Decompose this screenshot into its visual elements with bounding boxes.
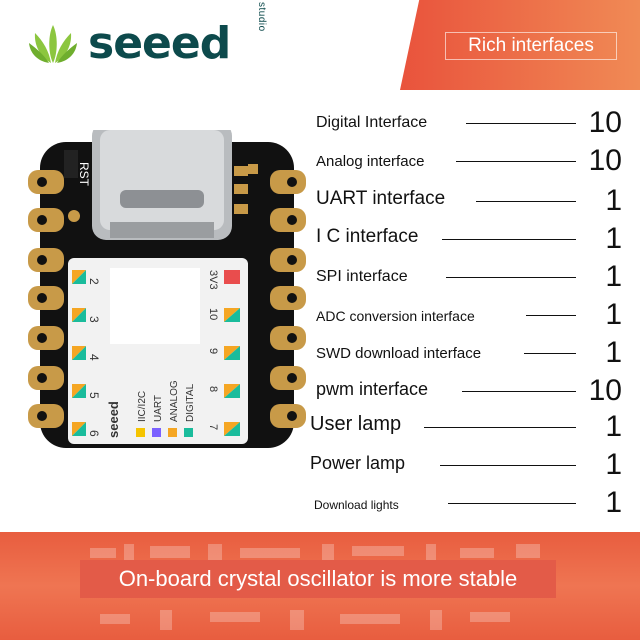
spec-value: 1 (605, 410, 622, 443)
spec-value: 1 (605, 260, 622, 293)
spec-row: Power lamp 1 (300, 440, 630, 481)
spec-connector (466, 122, 576, 124)
caption-box: On-board crystal oscillator is more stab… (80, 560, 556, 598)
spec-value: 10 (588, 106, 622, 139)
spec-label: Digital Interface (316, 114, 428, 131)
spec-label: User lamp (310, 413, 402, 435)
spec-label: ADC conversion interface (316, 308, 475, 324)
spec-value: 1 (605, 486, 622, 519)
pin-label: 2 (87, 278, 101, 285)
spec-value: 10 (588, 374, 622, 407)
pin-label: 3V3 (207, 270, 219, 290)
pin-label: 5 (87, 392, 101, 399)
spec-label: Analog interface (316, 153, 425, 170)
spec-label: Power lamp (310, 453, 406, 473)
spec-row: Digital Interface 10 (300, 98, 630, 139)
legend-label: ANALOG (169, 380, 180, 422)
brand-sub: studio (256, 2, 267, 32)
spec-connector (448, 502, 576, 504)
spec-connector (526, 314, 576, 316)
pin-label: 8 (207, 386, 219, 392)
spec-connector (524, 352, 576, 354)
legend-label: UART (153, 395, 164, 422)
spec-label: pwm interface (316, 379, 429, 399)
rst-label: RST (77, 162, 91, 187)
spec-connector (442, 238, 576, 240)
spec-row: Analog interface 10 (300, 136, 630, 177)
spec-label: UART interface (316, 188, 446, 209)
spec-connector (440, 464, 576, 466)
leaf-logo-icon (29, 25, 77, 63)
pin-label: 3 (87, 316, 101, 323)
spec-row: ADC conversion interface 1 (300, 290, 630, 331)
brand-name: seeed (88, 18, 231, 69)
spec-connector (424, 426, 576, 428)
spec-row: I C interface 1 (300, 214, 630, 255)
pin-label: 10 (207, 308, 219, 320)
spec-row: SPI interface 1 (300, 252, 630, 293)
banner-title: Rich interfaces (445, 32, 617, 60)
spec-label: SPI interface (316, 268, 408, 285)
spec-row: SWD download interface 1 (300, 328, 630, 369)
legend-label: IIC/I2C (137, 391, 148, 422)
spec-value: 10 (588, 144, 622, 177)
spec-row: Download lights 1 (300, 478, 630, 519)
board-brand: seeed (106, 401, 121, 438)
spec-value: 1 (605, 448, 622, 481)
spec-label: Download lights (314, 498, 399, 512)
spec-value: 1 (605, 298, 622, 331)
spec-value: 1 (605, 336, 622, 369)
spec-value: 1 (605, 222, 622, 255)
spec-row: pwm interface 10 (300, 366, 630, 407)
spec-row: User lamp 1 (300, 402, 630, 443)
spec-row: UART interface 1 (300, 176, 630, 217)
spec-connector (456, 160, 576, 162)
spec-value: 1 (605, 184, 622, 217)
spec-connector (476, 200, 576, 202)
footer-caption: On-board crystal oscillator is more stab… (118, 566, 518, 591)
pin-label: 4 (87, 354, 101, 361)
pin-label: 6 (87, 430, 101, 437)
xiao-board-illustration: RST 2 3 4 5 6 3V3 10 9 8 7 seeed IIC/I2C… (28, 130, 306, 448)
pin-label: 7 (207, 424, 219, 430)
pin-label: 9 (207, 348, 219, 354)
brand-logo: seeed (28, 18, 231, 69)
ghost-text-decoration (90, 544, 540, 630)
spec-connector (446, 276, 576, 278)
spec-label: I C interface (316, 226, 419, 247)
spec-label: SWD download interface (316, 345, 482, 362)
header-banner (400, 0, 640, 90)
legend-label: DIGITAL (185, 383, 196, 422)
spec-connector (462, 390, 576, 392)
usb-c-connector (92, 130, 232, 240)
